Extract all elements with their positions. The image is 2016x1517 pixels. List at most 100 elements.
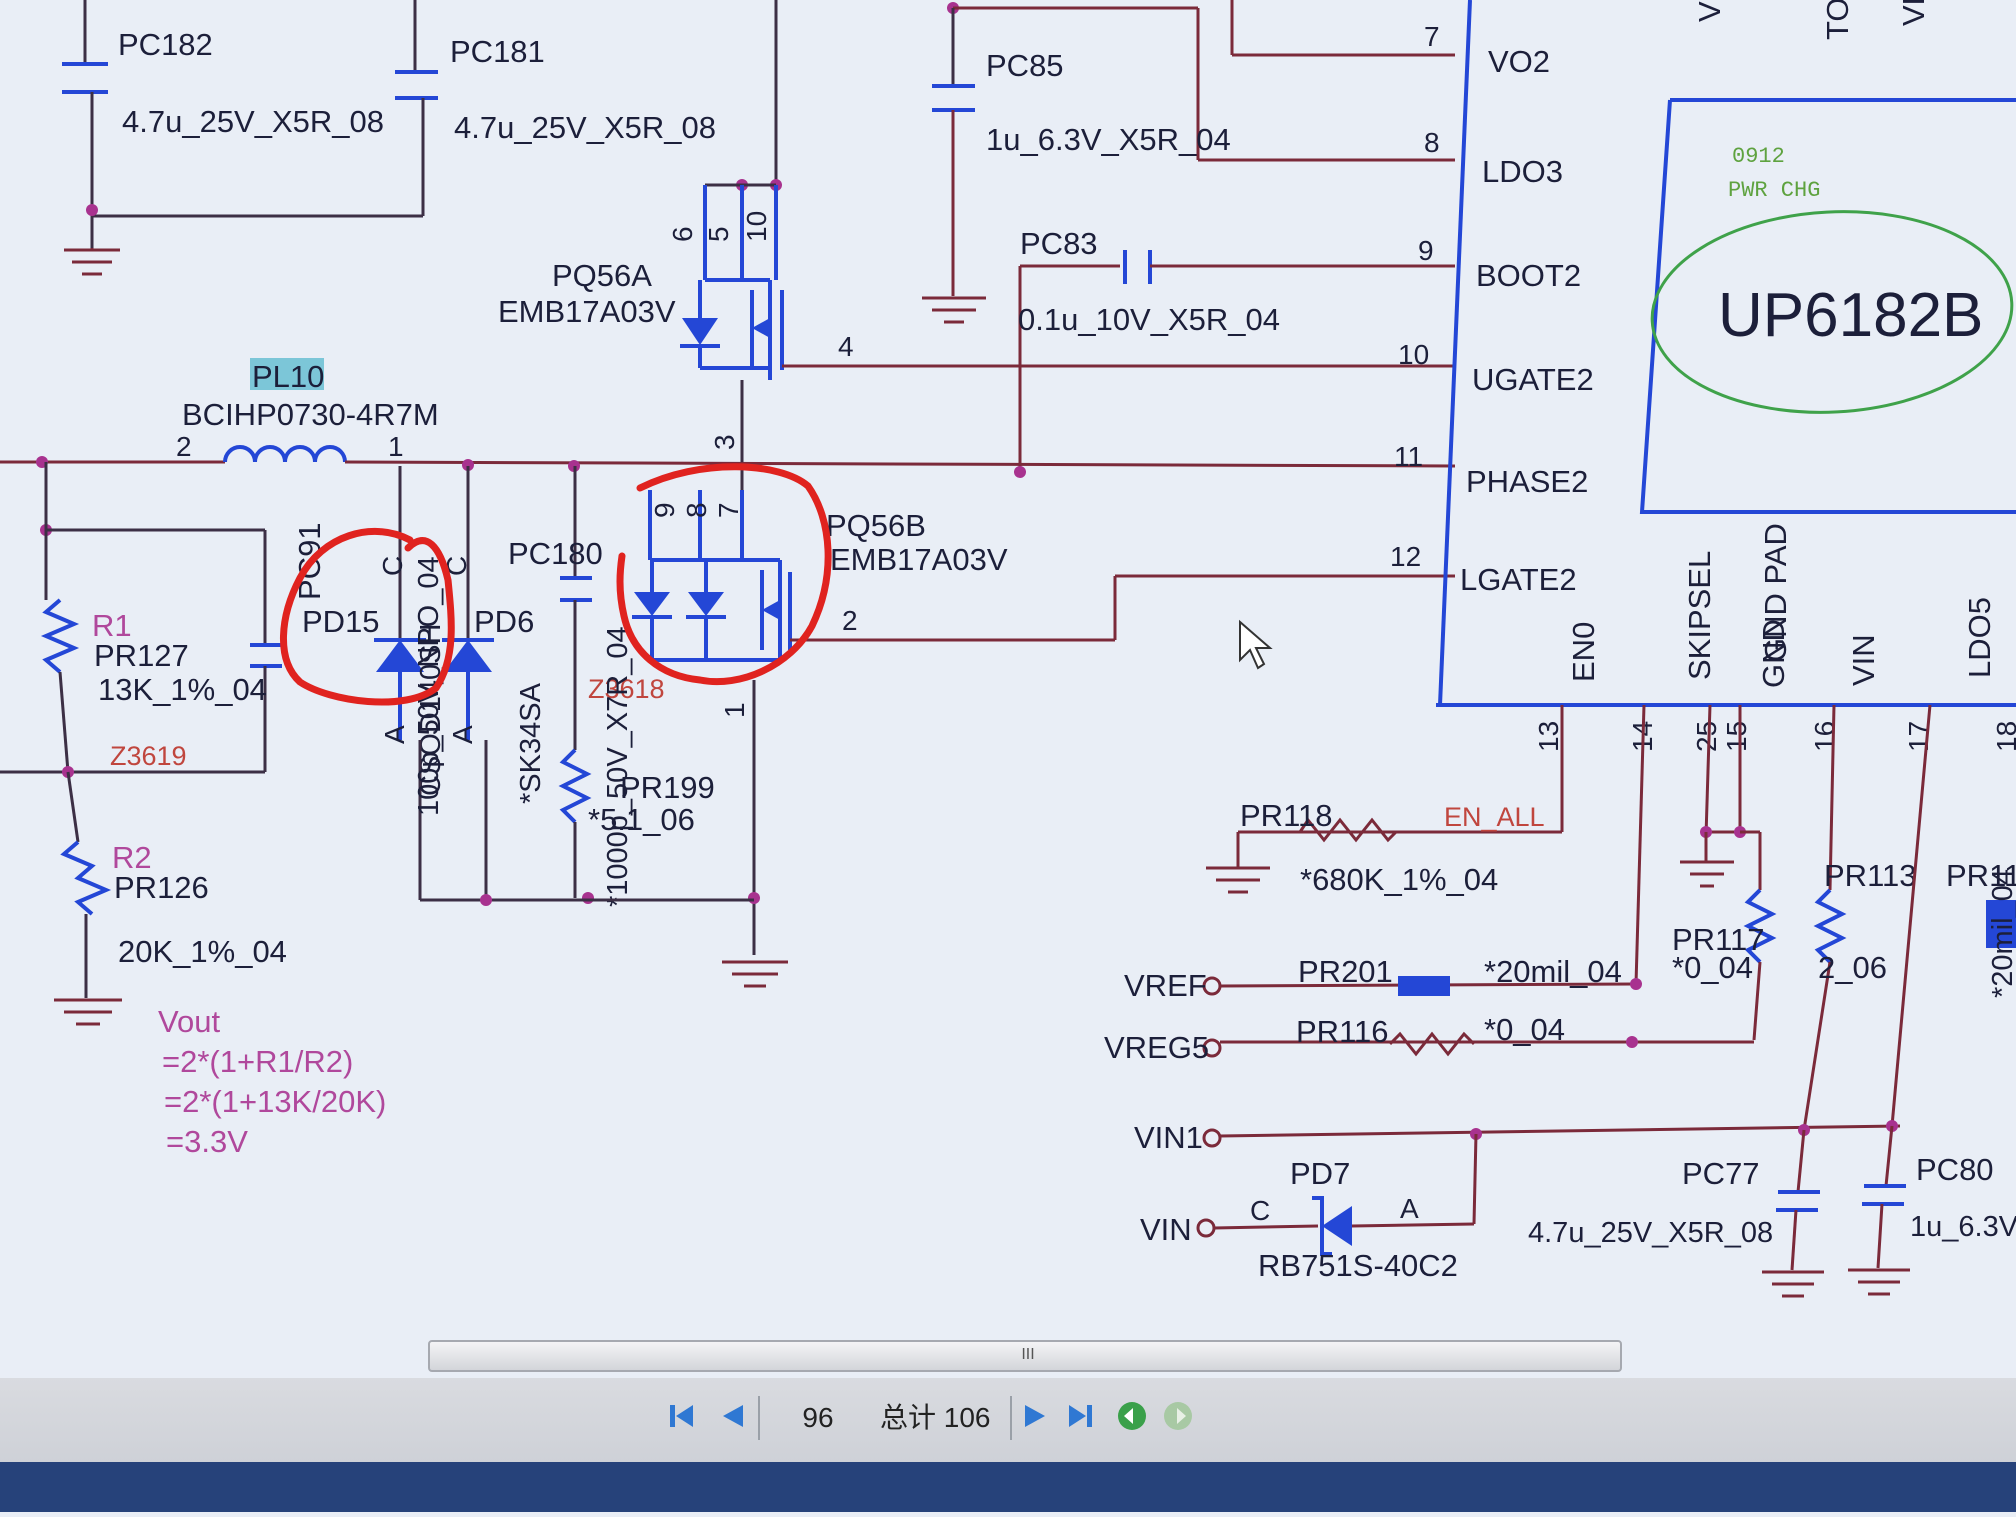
capacitor-pc182: PC182 4.7u_25V_X5R_08 xyxy=(62,0,384,248)
pl10-ref: PL10 xyxy=(252,359,324,394)
pin-name-vo2: VO2 xyxy=(1488,44,1550,79)
net-label-z3619: Z3619 xyxy=(110,741,187,771)
toolbar-divider xyxy=(1010,1396,1012,1440)
pin-name-gnd-pad: GND PAD xyxy=(1758,523,1793,662)
pc77-value: 4.7u_25V_X5R_08 xyxy=(1528,1217,1773,1249)
scrollbar-grip[interactable]: III xyxy=(1021,1346,1035,1363)
pin-num-10: 10 xyxy=(1398,339,1429,370)
ground-symbol xyxy=(1848,1268,1910,1296)
pl10-value: BCIHP0730-4R7M xyxy=(182,397,439,432)
horizontal-scrollbar[interactable]: III xyxy=(428,1340,1622,1372)
pd15-ref: PD15 xyxy=(302,604,380,639)
triangle-left-icon xyxy=(723,1405,743,1427)
pin-name-ldo3: LDO3 xyxy=(1482,154,1563,189)
pc85-value: 1u_6.3V_X5R_04 xyxy=(986,122,1231,157)
pc180-value: *1000p_50V_X7R_04 xyxy=(602,626,634,907)
pl10-pin2: 2 xyxy=(176,431,192,462)
pr117-value: *0_04 xyxy=(1672,950,1753,985)
pin-name-lgate2: LGATE2 xyxy=(1460,562,1577,597)
pq56a-pin10: 10 xyxy=(741,211,772,242)
skip-first-icon xyxy=(670,1405,693,1427)
ic-body: 7 VO2 8 LDO3 9 BOOT2 10 UGATE2 11 PHASE2… xyxy=(1390,0,2016,752)
pr113-value: 2_06 xyxy=(1818,950,1887,985)
r1-value: 13K_1%_04 xyxy=(98,672,267,707)
pin-num-13: 13 xyxy=(1533,721,1564,752)
ground-symbol xyxy=(1206,866,1270,894)
pq56b-pin1: 1 xyxy=(719,702,750,718)
pr118-value: *680K_1%_04 xyxy=(1300,862,1498,897)
page-total-label: 总计 106 xyxy=(880,1402,991,1433)
diode-pd6: C A PD6 *SK34SA xyxy=(441,556,547,804)
highlight-circle-pd15 xyxy=(280,528,455,706)
pr11-value: *20mil_04 xyxy=(1987,869,2016,998)
os-taskbar xyxy=(0,1462,2016,1512)
pin-name-ldo5: LDO5 xyxy=(1962,597,1997,678)
pd7-ref: PD7 xyxy=(1290,1156,1350,1191)
capacitor-pc181: PC181 4.7u_25V_X5R_08 xyxy=(395,0,716,216)
highlight-circle-pq56b xyxy=(616,463,832,686)
pq56a-value: EMB17A03V xyxy=(498,294,676,329)
vout-formula: Vout =2*(1+R1/R2) =2*(1+13K/20K) =3.3V xyxy=(158,1004,386,1159)
r1-label: R1 xyxy=(92,608,132,643)
pin-name-skipsel: SKIPSEL xyxy=(1682,551,1717,680)
pl10-pin1: 1 xyxy=(388,431,404,462)
chip-note-2: PWR CHG xyxy=(1728,178,1820,203)
pq56b-pin2: 2 xyxy=(842,605,858,636)
previous-page-button[interactable] xyxy=(714,1398,750,1434)
ground-symbol xyxy=(1762,1270,1824,1298)
page-number-field[interactable]: 96 xyxy=(802,1402,834,1433)
top-label-vf: VF xyxy=(1896,0,1931,26)
pr116-value: *0_04 xyxy=(1484,1012,1565,1047)
pin-name-ugate2: UGATE2 xyxy=(1472,362,1594,397)
pc182-ref: PC182 xyxy=(118,27,213,62)
top-label-ton: TON xyxy=(1820,0,1855,40)
next-page-button[interactable] xyxy=(1018,1398,1054,1434)
mouse-cursor-icon xyxy=(1239,619,1273,670)
formula-line-3: =2*(1+13K/20K) xyxy=(164,1084,386,1119)
pr201-jumper xyxy=(1398,976,1450,996)
pc181-ref: PC181 xyxy=(450,34,545,69)
r1-ref: PR127 xyxy=(94,638,189,673)
ground-symbol xyxy=(722,960,788,988)
forward-button[interactable] xyxy=(1160,1398,1196,1434)
top-label-v: V xyxy=(1692,1,1727,22)
pin-name-phase2: PHASE2 xyxy=(1466,464,1588,499)
formula-line-1: Vout xyxy=(158,1004,220,1039)
ground-symbol xyxy=(64,248,120,276)
pd7-pin-a: A xyxy=(1400,1193,1419,1224)
pq56a-pin5: 5 xyxy=(703,226,734,242)
pc181-value: 4.7u_25V_X5R_08 xyxy=(454,110,716,145)
pc83-value: 0.1u_10V_X5R_04 xyxy=(1018,302,1280,337)
skip-last-icon xyxy=(1069,1405,1092,1427)
pd6-pin-a: A xyxy=(447,725,478,744)
ground-symbol xyxy=(54,998,122,1026)
r2-ref: PR126 xyxy=(114,870,209,905)
pin-name-gnd: GND xyxy=(1756,619,1791,688)
r2-value: 20K_1%_04 xyxy=(118,934,287,969)
r2-label: R2 xyxy=(112,840,152,875)
pin-num-12: 12 xyxy=(1390,541,1421,572)
pc85-ref: PC85 xyxy=(986,48,1064,83)
pr118-ref: PR118 xyxy=(1240,798,1333,833)
mosfet-pq56a: 6 5 10 4 3 PQ56A EMB17A03V xyxy=(498,185,1455,450)
mosfet-pq56b: 9 8 7 2 1 PQ56B EMB17A03V xyxy=(632,490,1455,718)
chip-ref: UP6182B xyxy=(1718,281,1983,350)
pq56b-pin9: 9 xyxy=(649,502,680,518)
net-vin: VIN xyxy=(1140,1212,1192,1247)
vin1-port xyxy=(1202,1128,1222,1148)
pc77-ref: PC77 xyxy=(1682,1156,1760,1191)
pq56b-pin7: 7 xyxy=(713,502,744,518)
pin-num-25: 25 xyxy=(1691,721,1722,752)
ground-symbol xyxy=(922,296,986,324)
pr199-ref: PR199 xyxy=(620,770,715,805)
pc182-value: 4.7u_25V_X5R_08 xyxy=(122,104,384,139)
back-button[interactable] xyxy=(1114,1398,1150,1434)
pq56b-ref: PQ56B xyxy=(826,508,926,543)
last-page-button[interactable] xyxy=(1062,1398,1098,1434)
first-page-button[interactable] xyxy=(664,1398,700,1434)
diode-pd7: C A PD7 RB751S-40C2 xyxy=(1250,1156,1458,1283)
pq56a-pin6: 6 xyxy=(667,226,698,242)
pr199-value: *5.1_06 xyxy=(588,802,695,837)
chip-note-1: 0912 xyxy=(1732,144,1785,169)
